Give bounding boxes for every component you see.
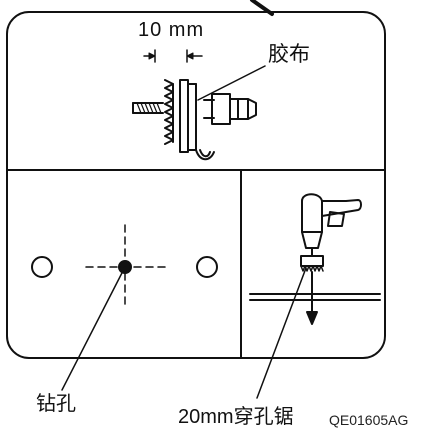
drill-layout-illustration xyxy=(31,224,218,391)
outer-frame xyxy=(6,11,386,359)
hole-saw-illustration xyxy=(249,193,381,399)
tape-label: 胶布 xyxy=(268,43,310,66)
figure-code-label: QE01605AG xyxy=(329,412,409,428)
hole-saw-label: 20mm穿孔锯 xyxy=(178,406,294,428)
drill-hole-label: 钻孔 xyxy=(36,393,76,415)
dimension-label: 10 mm xyxy=(138,19,205,41)
tape-detail-illustration xyxy=(132,49,266,161)
